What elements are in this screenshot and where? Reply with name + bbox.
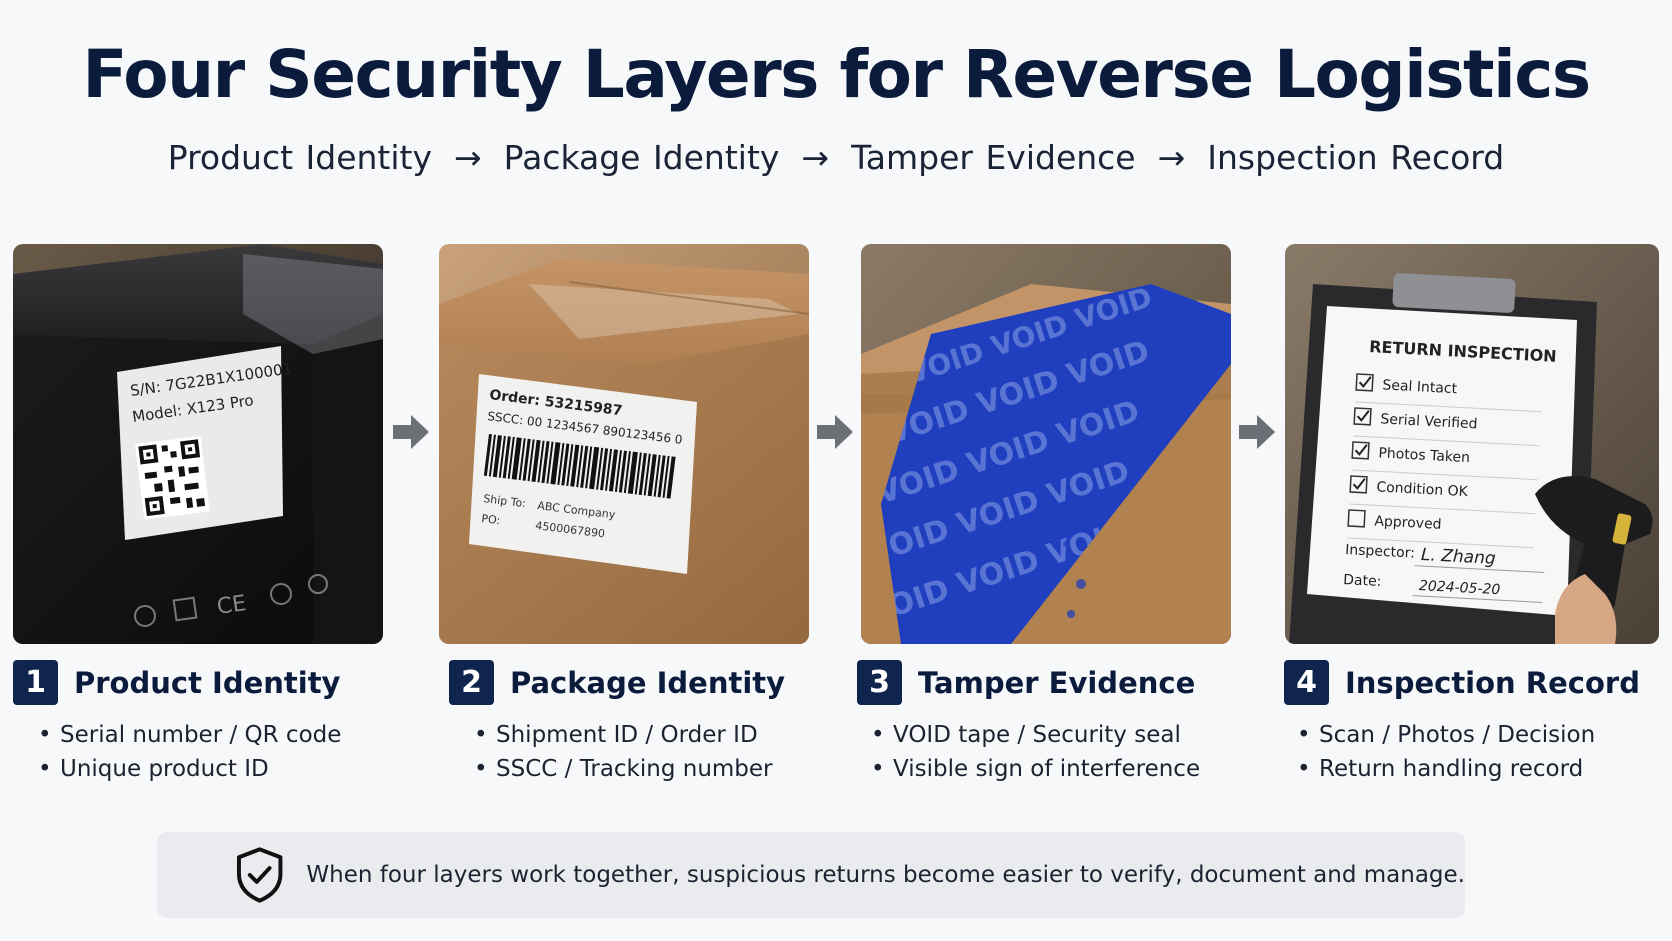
barcode-scanner-icon — [1535, 476, 1653, 644]
page-title: Four Security Layers for Reverse Logisti… — [82, 36, 1591, 113]
step-tamper-evidence: 3 Tamper Evidence — [857, 660, 1195, 705]
package-identity-bullets: Shipment ID / Order ID SSCC / Tracking n… — [474, 718, 773, 786]
step-product-identity: 1 Product Identity — [13, 660, 340, 705]
step-inspection-record: 4 Inspection Record — [1284, 660, 1640, 705]
bullet-item: Return handling record — [1297, 752, 1595, 786]
summary-text: When four layers work together, suspicio… — [306, 862, 1465, 888]
bullet-item: Shipment ID / Order ID — [474, 718, 773, 752]
product-label: S/N: 7G22B1X100001 Model: X123 Pro — [117, 346, 293, 540]
step-title: Inspection Record — [1345, 665, 1640, 700]
checkbox — [1351, 441, 1370, 460]
clipboard: RETURN INSPECTION — [1289, 273, 1597, 644]
step-number-badge: 1 — [13, 660, 58, 705]
flow-arrow-icon: → — [454, 138, 482, 177]
checkbox — [1353, 407, 1372, 426]
inspector-label: Inspector: — [1345, 542, 1416, 562]
bullet-item: Scan / Photos / Decision — [1297, 718, 1595, 752]
flow-subtitle: Product Identity → Package Identity → Tamper… — [0, 138, 1672, 177]
arrow-right-icon — [1239, 415, 1275, 449]
package-identity-photo: Order: 53215987 SSCC: 00 1234567 8901234… — [439, 244, 809, 644]
checklist: Seal Intact Serial Verified Photos Taken… — [1343, 373, 1545, 603]
date-label: Date: — [1343, 572, 1382, 590]
step-package-identity: 2 Package Identity — [449, 660, 785, 705]
bullet-item: Unique product ID — [38, 752, 341, 786]
product-identity-bullets: Serial number / QR code Unique product I… — [38, 718, 341, 786]
checklist-item: Approved — [1374, 513, 1442, 532]
checkbox — [1349, 475, 1368, 494]
checklist-item: Condition OK — [1376, 479, 1469, 500]
step-number-badge: 2 — [449, 660, 494, 705]
checkbox — [1355, 373, 1374, 392]
checkbox — [1347, 509, 1366, 528]
flow-step-tamper: Tamper Evidence — [851, 138, 1136, 177]
inspection-record-photo: RETURN INSPECTION Seal Intact Serial Ver… — [1285, 244, 1659, 644]
summary-banner: When four layers work together, suspicio… — [157, 832, 1465, 918]
bullet-item: SSCC / Tracking number — [474, 752, 773, 786]
check-icon — [1356, 410, 1370, 422]
shipping-label: Order: 53215987 SSCC: 00 1234567 8901234… — [469, 374, 697, 574]
check-icon — [1354, 444, 1368, 456]
bullet-item: VOID tape / Security seal — [871, 718, 1200, 752]
step-title: Product Identity — [74, 665, 341, 700]
check-icon — [1352, 478, 1366, 490]
checklist-item: Photos Taken — [1378, 445, 1470, 466]
bullet-item: Visible sign of interference — [871, 752, 1200, 786]
flow-step-inspection: Inspection Record — [1207, 138, 1505, 177]
step-number-badge: 4 — [1284, 660, 1329, 705]
ce-mark-text: CE — [215, 591, 247, 620]
step-title: Package Identity — [510, 665, 786, 700]
step-title: Tamper Evidence — [918, 665, 1196, 700]
arrow-right-icon — [393, 415, 429, 449]
flow-step-product: Product Identity — [167, 138, 433, 177]
po-label: PO: — [481, 512, 501, 527]
checklist-item: Serial Verified — [1380, 411, 1478, 432]
tamper-evidence-bullets: VOID tape / Security seal Visible sign o… — [871, 718, 1200, 786]
step-number-badge: 3 — [857, 660, 902, 705]
shield-check-icon — [236, 847, 283, 903]
tamper-evidence-photo: VOID VOID VOID VOID VOID VOID VOID VOID … — [861, 244, 1231, 644]
inspector-signature: L. Zhang — [1421, 545, 1497, 569]
check-icon — [1358, 376, 1372, 388]
product-identity-photo: S/N: 7G22B1X100001 Model: X123 Pro CE — [13, 244, 383, 644]
flow-arrow-icon: → — [801, 138, 830, 177]
compliance-marks — [134, 574, 328, 627]
flow-arrow-icon: → — [1157, 138, 1186, 177]
ship-to-label: Ship To: — [483, 492, 527, 510]
arrow-right-icon — [817, 415, 853, 449]
checklist-item: Seal Intact — [1382, 377, 1458, 397]
qr-code-icon — [135, 435, 210, 520]
bullet-item: Serial number / QR code — [38, 718, 341, 752]
flow-step-package: Package Identity — [503, 138, 780, 177]
inspection-record-bullets: Scan / Photos / Decision Return handling… — [1297, 718, 1595, 786]
barcode-icon — [483, 434, 676, 499]
date-value: 2024-05-20 — [1419, 578, 1501, 598]
